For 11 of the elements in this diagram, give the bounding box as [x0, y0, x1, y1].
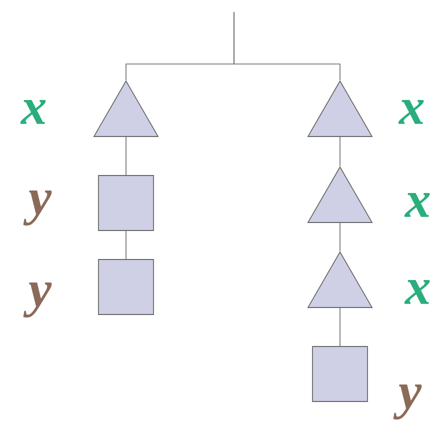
- hanger-wire: [234, 12, 340, 80]
- handwritten-letter: y: [23, 190, 52, 226]
- handwritten-letter: y: [393, 384, 422, 420]
- square-weight: [312, 346, 368, 402]
- square-weight: [98, 259, 154, 315]
- handwritten-letter: x: [20, 100, 46, 124]
- handwritten-letter: y: [23, 282, 52, 318]
- handwritten-letter: x: [404, 193, 430, 217]
- handwritten-letter: x: [404, 280, 430, 304]
- square-weight: [98, 175, 154, 231]
- handwritten-letter: x: [398, 100, 424, 124]
